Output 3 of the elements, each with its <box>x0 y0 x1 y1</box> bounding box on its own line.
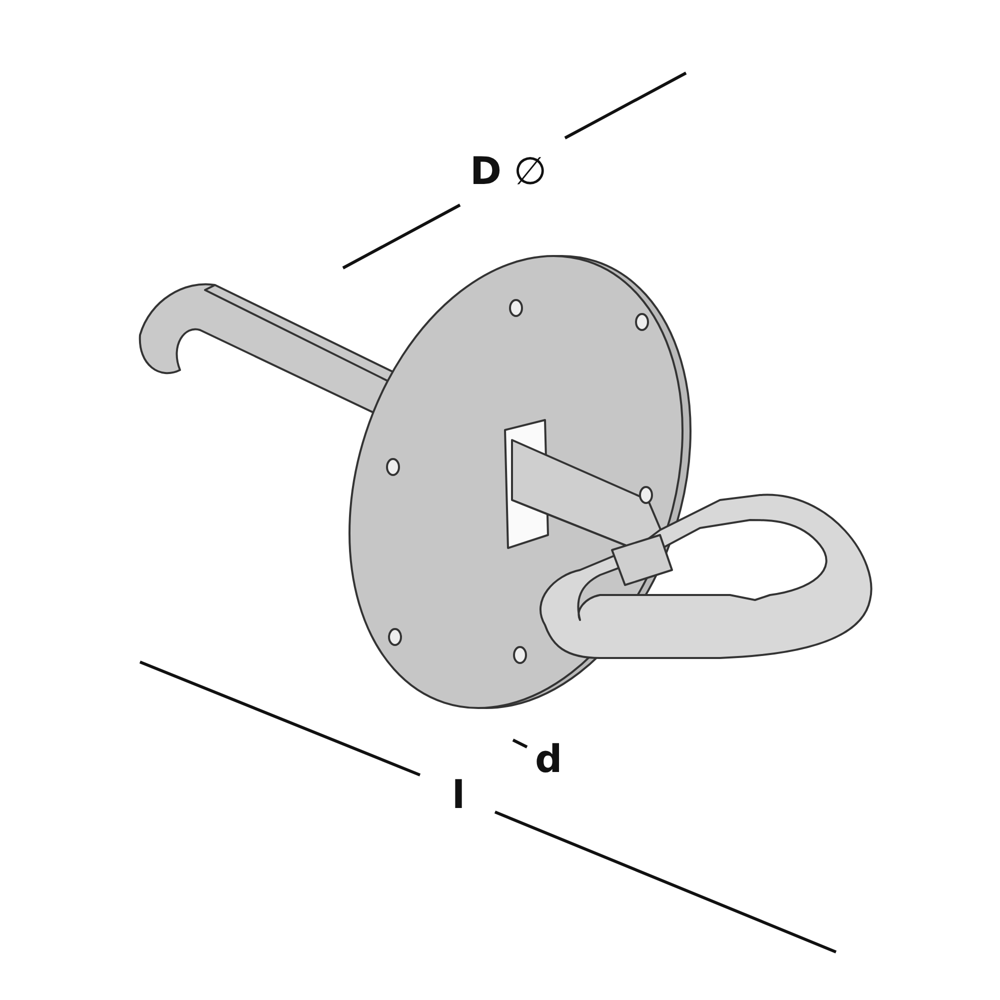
dimension-label: l <box>452 776 466 814</box>
dimension-label: d <box>535 740 562 778</box>
dimension-label: D ∅ <box>470 152 547 190</box>
